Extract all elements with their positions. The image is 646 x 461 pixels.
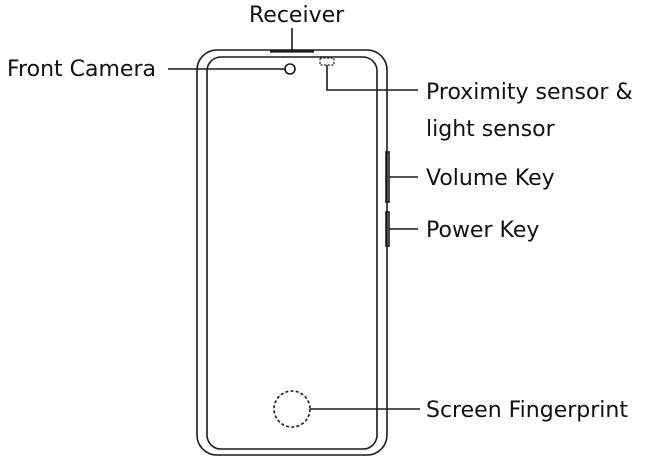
proximity-leader bbox=[326, 65, 418, 91]
light-sensor-label: light sensor bbox=[426, 117, 556, 142]
screen-fingerprint-icon bbox=[273, 390, 311, 428]
receiver-label: Receiver bbox=[249, 3, 345, 28]
phone-body-outline bbox=[196, 49, 388, 456]
power-key-label: Power Key bbox=[426, 218, 539, 243]
phone-screen-outline bbox=[206, 56, 378, 450]
screen-fingerprint-label: Screen Fingerprint bbox=[426, 398, 628, 423]
front-camera-label: Front Camera bbox=[7, 57, 156, 82]
proximity-sensor-label: Proximity sensor & bbox=[426, 80, 633, 105]
proximity-sensor-icon bbox=[319, 57, 335, 66]
front-camera-icon bbox=[284, 63, 296, 75]
volume-key-label: Volume Key bbox=[426, 166, 555, 191]
